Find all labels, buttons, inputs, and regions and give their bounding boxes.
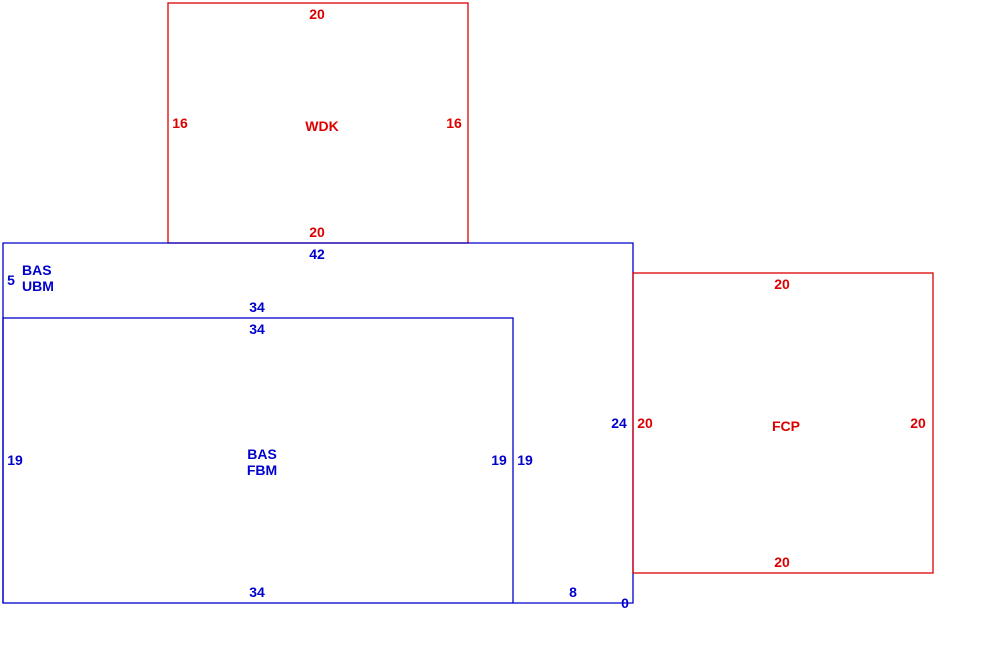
bas-fbm-dim-right-outer: 19 xyxy=(517,452,533,468)
fcp-outline xyxy=(632,272,934,574)
wdk-dim-left: 16 xyxy=(172,115,188,131)
bas-fbm-dim-left: 19 xyxy=(7,452,23,468)
bas-ubm-dim-top: 42 xyxy=(309,246,325,262)
fcp-dim-left: 20 xyxy=(637,415,653,431)
bas-fbm-label-line2: FBM xyxy=(247,462,277,478)
bas-ubm-label-line1: BAS xyxy=(22,262,52,278)
bas-ubm-label-line2: UBM xyxy=(22,278,54,294)
wdk-dim-top: 20 xyxy=(309,6,325,22)
bas-fbm-label-line1: BAS xyxy=(247,446,277,462)
bas-ubm-dim-left: 5 xyxy=(7,272,15,288)
wdk-dim-bottom: 20 xyxy=(309,224,325,240)
fcp-dim-right: 20 xyxy=(910,415,926,431)
fcp-label: FCP xyxy=(772,418,800,434)
bas-ubm-dim-right: 24 xyxy=(611,415,627,431)
bas-ubm-dim-bottom-right: 8 xyxy=(569,584,577,600)
fcp-dim-top: 20 xyxy=(774,276,790,292)
bas-fbm-dim-right-inner: 19 xyxy=(491,452,507,468)
wdk-dim-right: 16 xyxy=(446,115,462,131)
bas-ubm-outline xyxy=(2,242,634,604)
bas-fbm-outline xyxy=(2,317,514,604)
bas-ubm-dim-corner: 0 xyxy=(621,595,629,611)
bas-fbm-dim-bottom: 34 xyxy=(249,584,265,600)
wdk-label: WDK xyxy=(305,118,338,134)
bas-ubm-dim-divider: 34 xyxy=(249,299,265,315)
fcp-dim-bottom: 20 xyxy=(774,554,790,570)
bas-fbm-dim-top: 34 xyxy=(249,321,265,337)
